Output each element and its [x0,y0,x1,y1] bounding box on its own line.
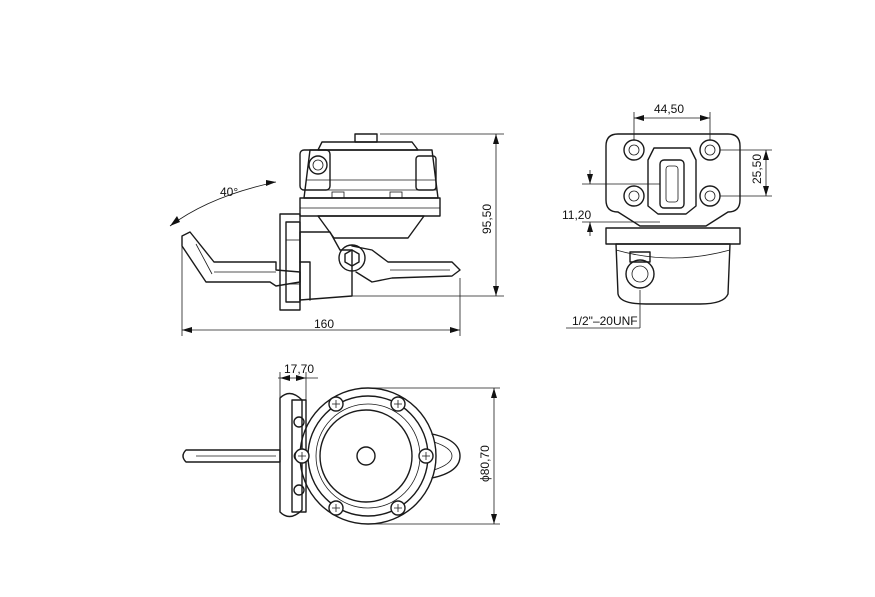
hole-spacing-v-label: 25,50 [750,154,764,184]
length-dimension-label: 160 [314,317,334,331]
thread-label: 1/2"–20UNF [572,314,638,328]
height-dimension-label: 95,50 [480,204,494,234]
front-view: 44,50 25,50 11,20 1/2"–20UNF [562,102,772,329]
top-view: 17,70 ϕ80,70 [182,362,500,525]
hole-spacing-h-label: 44,50 [654,102,684,116]
side-view: 40° 160 95,50 [169,133,504,336]
angle-dimension-label: 40° [220,185,238,199]
offset-label: 11,20 [562,208,591,222]
diameter-label: ϕ80,70 [478,445,492,482]
flange-thickness-label: 17,70 [284,362,314,376]
screw-icon [294,396,434,516]
